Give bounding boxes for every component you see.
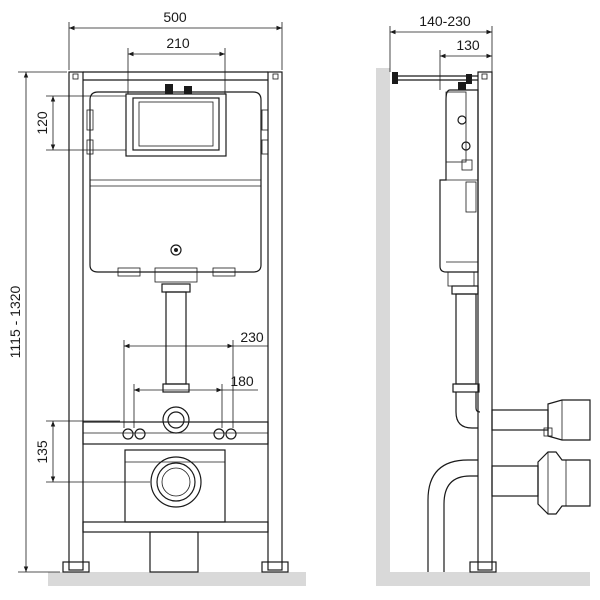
side-floor bbox=[376, 572, 590, 586]
dim-depth-fixed: 130 bbox=[456, 37, 480, 53]
side-wall bbox=[376, 68, 390, 586]
side-cistern bbox=[440, 90, 478, 286]
front-floor bbox=[48, 572, 306, 586]
flush-pipe bbox=[162, 284, 190, 433]
dim-width-plate: 210 bbox=[166, 35, 190, 51]
side-flush-pipe bbox=[452, 286, 480, 428]
dim-height-plate: 120 bbox=[34, 111, 50, 135]
dim-depth-range: 140-230 bbox=[419, 13, 471, 29]
dim-height-range: 1115 - 1320 bbox=[7, 285, 23, 358]
outlet bbox=[125, 450, 225, 522]
side-dimensions: 140-230 130 bbox=[390, 13, 492, 90]
side-view: 140-230 130 bbox=[376, 13, 590, 586]
studs bbox=[123, 429, 236, 439]
dim-outlet-height: 135 bbox=[34, 440, 50, 464]
side-outlet-bend bbox=[428, 452, 590, 572]
dim-width-total: 500 bbox=[163, 9, 187, 25]
cistern bbox=[90, 84, 261, 282]
dim-studs-outer: 230 bbox=[240, 329, 264, 345]
side-supply-connector bbox=[492, 400, 590, 440]
dim-studs-inner: 180 bbox=[230, 373, 254, 389]
frame bbox=[63, 72, 288, 572]
front-view: 500 210 120 1115 - 1320 230 bbox=[7, 9, 306, 586]
